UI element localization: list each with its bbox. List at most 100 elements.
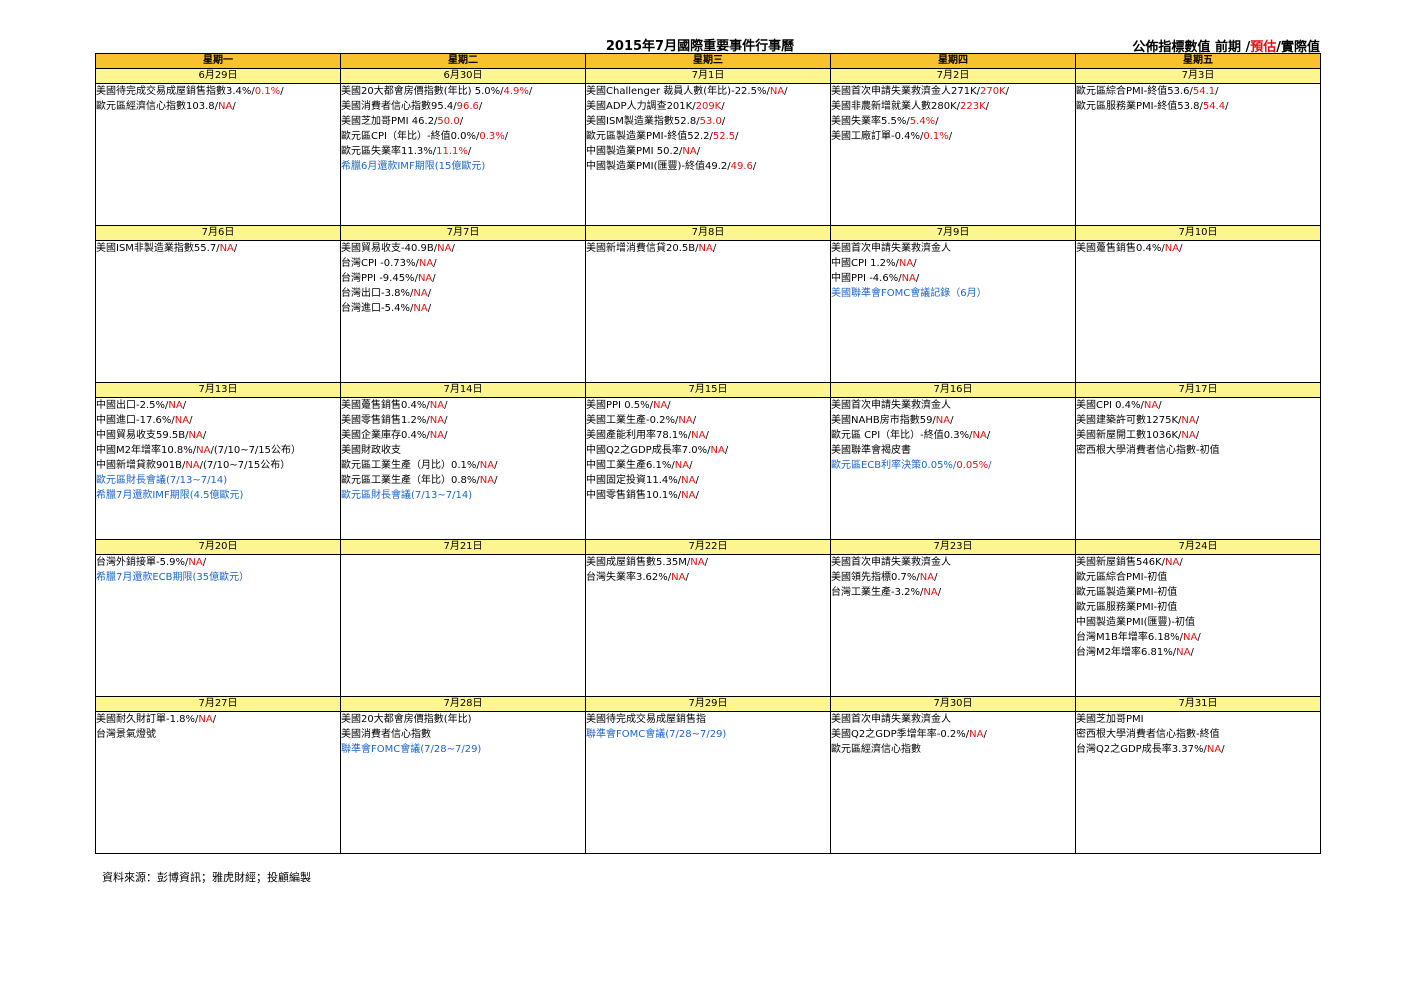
day-events: 美國CPI 0.4%/NA/美國建築許可數1275K/NA/美國新屋開工數103… — [1075, 397, 1321, 540]
indicator-item: 中國固定投資11.4%/NA/ — [587, 473, 830, 488]
indicator-label: 歐元區ECB利率決策0.05%/ — [831, 460, 957, 471]
forecast-value: NA — [710, 445, 725, 456]
indicator-item: 台灣景氣燈號 — [96, 727, 340, 742]
indicator-item: 美國零售銷售1.2%/NA/ — [342, 413, 585, 428]
indicator-item: 中國製造業PMI 50.2/NA/ — [587, 144, 830, 159]
indicator-item: 台灣失業率3.62%/NA/ — [587, 570, 830, 585]
indicator-item: 台灣M1B年增率6.18%/NA/ — [1076, 630, 1320, 645]
day-events: 美國新屋銷售546K/NA/歐元區綜合PMI-初值歐元區製造業PMI-初值歐元區… — [1075, 554, 1321, 697]
day-date: 7月6日 — [95, 225, 341, 241]
forecast-value: NA — [198, 714, 213, 725]
forecast-value: NA — [219, 243, 234, 254]
indicator-label: 台灣工業生產-3.2%/ — [831, 587, 924, 598]
forecast-value: 0.1% — [923, 131, 949, 142]
indicator-item: 美國首次申請失業救濟金人 — [832, 242, 1075, 257]
indicator-item: 歐元區製造業PMI-初值 — [1077, 585, 1320, 600]
indicator-label: 台灣景氣燈號 — [96, 729, 157, 740]
indicator-label: 中國PPI -4.6%/ — [831, 273, 902, 284]
indicator-item: 美國成屋銷售數5.35M/NA/ — [587, 556, 830, 571]
indicator-item: 中國製造業PMI(匯豐)-終值49.2/49.6/ — [587, 159, 830, 174]
actual-separator: / — [1195, 430, 1200, 441]
indicator-label: 歐元區財長會議(7/13~7/14) — [96, 475, 228, 486]
day-date: 7月31日 — [1075, 696, 1321, 712]
indicator-label: 希臘7月還款ECB期限(35億歐元） — [96, 572, 250, 583]
actual-separator: / — [988, 460, 992, 471]
actual-separator: / — [459, 116, 464, 127]
forecast-value: NA — [1206, 744, 1222, 755]
indicator-label: 密西根大學消費者信心指數-終值 — [1076, 729, 1220, 740]
forecast-value: NA — [678, 415, 693, 426]
day-date: 7月29日 — [585, 696, 831, 712]
indicator-item: 美國新屋開工數1036K/NA/ — [1077, 428, 1320, 443]
day-events: 中國出口-2.5%/NA/中國進口-17.6%/NA/中國貿易收支59.5B/N… — [95, 397, 341, 540]
indicator-item: 美國CPI 0.4%/NA/ — [1077, 399, 1320, 414]
actual-separator: / — [950, 415, 954, 426]
day-events: 美國首次申請失業救濟金人美國NAHB房市指數59/NA/歐元區 CPI（年比）-… — [830, 397, 1076, 540]
indicator-label: 歐元區工業生產（年比）0.8%/ — [341, 475, 480, 486]
day-events: 美國ISM非製造業指數55.7/NA/ — [95, 240, 341, 383]
indicator-label: 美國首次申請失業救濟金人271K/ — [831, 86, 981, 97]
day-date: 7月20日 — [95, 539, 341, 555]
forecast-value: NA — [185, 460, 200, 471]
day-date: 6月30日 — [340, 68, 586, 84]
indicator-item: 美國NAHB房市指數59/NA/ — [832, 413, 1075, 428]
forecast-value: NA — [681, 490, 696, 501]
indicator-item: 中國製造業PMI(匯豐)-初值 — [1076, 615, 1320, 630]
forecast-value: NA — [429, 430, 445, 441]
actual-separator: / — [983, 729, 987, 740]
indicator-label: 美國領先指標0.7%/ — [831, 572, 920, 583]
indicator-label: 美國貿易收支-40.9B/ — [341, 243, 438, 254]
indicator-item: 歐元區製造業PMI-終值52.2/52.5/ — [586, 129, 830, 144]
forecast-value: NA — [698, 243, 713, 254]
day-date: 6月29日 — [95, 68, 341, 84]
indicator-item: 美國財政收支 — [342, 443, 585, 458]
actual-separator: / — [1221, 744, 1225, 755]
forecast-value: NA — [681, 475, 696, 486]
events-row: 美國待完成交易成屋銷售指數3.4%/0.1%/歐元區經濟信心指數103.8/NA… — [95, 83, 1321, 226]
indicator-item: 美國Q2之GDP季增年率-0.2%/NA/ — [832, 727, 1075, 742]
forecast-value: 270K — [980, 86, 1006, 97]
actual-separator: / — [504, 131, 509, 142]
indicator-item: 台灣PPI -9.45%/NA/ — [342, 271, 585, 286]
actual-separator: / — [752, 161, 757, 172]
indicator-item: 歐元區經濟信心指數103.8/NA/ — [97, 99, 340, 114]
indicator-item: 中國零售銷售10.1%/NA/ — [587, 488, 830, 503]
day-events: 美國貿易收支-40.9B/NA/台灣CPI -0.73%/NA/台灣PPI -9… — [340, 240, 586, 383]
day-events: 美國20大都會房價指數(年比)美國消費者信心指數聯準會FOMC會議(7/28~7… — [340, 711, 586, 854]
day-date: 7月27日 — [95, 696, 341, 712]
day-date: 7月9日 — [830, 225, 1076, 241]
actual-separator: / — [695, 475, 699, 486]
indicator-label: 中國製造業PMI(匯豐)-初值 — [1076, 617, 1196, 628]
legend: 公佈指標數值 前期 /預估/實際值 — [1080, 36, 1320, 55]
indicator-label: 美國PPI 0.5%/ — [586, 400, 653, 411]
indicator-item: 中國M2年增率10.8%/NA/(7/10~7/15公布） — [97, 443, 340, 458]
indicator-item: 美國工業生產-0.2%/NA/ — [587, 413, 830, 428]
actual-separator: / — [427, 288, 432, 299]
actual-separator: / — [433, 258, 437, 269]
indicator-item: 歐元區綜合PMI-終值53.6/54.1/ — [1077, 85, 1320, 100]
indicator-label: 台灣進口-5.4%/ — [341, 303, 414, 314]
indicator-label: 中國Q2之GDP成長率7.0%/ — [586, 445, 711, 456]
indicator-label: 希臘6月還款IMF期限(15億歐元) — [341, 161, 486, 172]
indicator-item: 中國Q2之GDP成長率7.0%/NA/ — [586, 443, 830, 458]
forecast-value: NA — [935, 415, 951, 426]
indicator-item: 美國20大都會房價指數(年比) 5.0%/4.9%/ — [342, 85, 585, 100]
day-date: 7月21日 — [340, 539, 586, 555]
forecast-value: NA — [652, 400, 668, 411]
actual-separator: / — [1195, 415, 1200, 426]
indicator-label: 台灣M1B年增率6.18%/ — [1076, 632, 1184, 643]
indicator-label: 美國首次申請失業救濟金人 — [831, 400, 952, 411]
actual-separator: / — [478, 101, 483, 112]
indicator-label: 歐元區製造業PMI-終值52.2/ — [586, 131, 713, 142]
indicator-item: 中國工業生產6.1%/NA/ — [587, 458, 830, 473]
actual-separator: / — [1158, 400, 1162, 411]
actual-separator: / — [712, 243, 717, 254]
day-events: 美國首次申請失業救濟金人美國領先指標0.7%/NA/台灣工業生產-3.2%/NA… — [830, 554, 1076, 697]
indicator-label: 聯準會FOMC會議(7/28~7/29) — [586, 729, 727, 740]
forecast-value: 209K — [695, 101, 722, 112]
actual-separator: / — [444, 415, 448, 426]
indicator-label: 台灣出口-3.8%/ — [341, 288, 414, 299]
indicator-label: 美國聯準會褐皮書 — [831, 445, 912, 456]
indicator-item: 台灣出口-3.8%/NA/ — [341, 286, 585, 301]
